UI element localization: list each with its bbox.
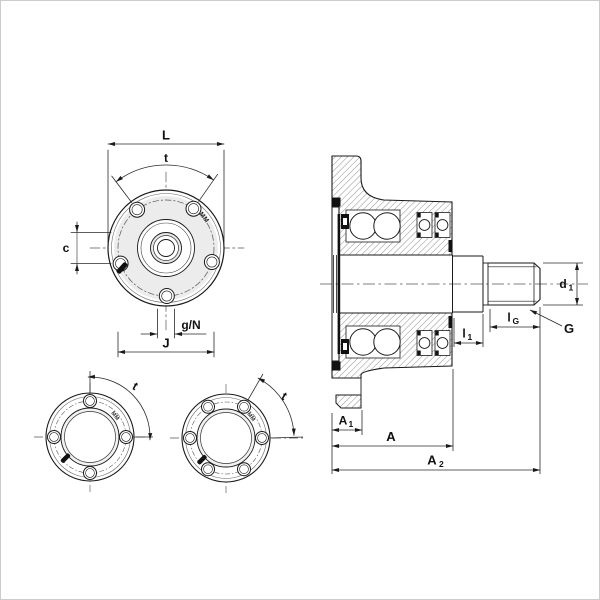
dimension-arc	[87, 374, 153, 441]
corner-seal	[331, 197, 341, 207]
bearing-ball	[373, 328, 401, 356]
bearing-ball-small	[436, 219, 449, 231]
label-t: t	[131, 379, 140, 394]
bearing-ball-small	[436, 337, 449, 349]
dimension-arc	[115, 164, 214, 183]
seal-lip	[435, 232, 439, 237]
label-L: L	[162, 128, 170, 143]
front-view: MM L t c g	[63, 128, 245, 358]
hub-boss-inner-line	[140, 222, 192, 274]
seal-lip	[435, 213, 439, 218]
stamp-blob	[116, 262, 128, 274]
seal-block-core	[343, 343, 347, 350]
label-A: A	[386, 429, 396, 444]
axle-spigot	[452, 255, 489, 313]
label-d1-base: d	[559, 277, 566, 291]
label-A2-base: A	[427, 453, 437, 468]
dim-A	[331, 369, 454, 451]
variant-view-4-hole: MM t	[34, 371, 153, 492]
label-G: G	[564, 321, 574, 336]
leader-G	[529, 309, 563, 327]
flange-shaded-ring	[114, 196, 218, 300]
bearing-ball-small	[418, 219, 431, 231]
label-A2-sub: 2	[439, 459, 444, 469]
bolt-holes-6	[183, 399, 269, 477]
seal-lip	[435, 350, 439, 355]
dim-lG	[489, 307, 541, 474]
label-A1-base: A	[339, 414, 348, 428]
flange-drum-foot	[335, 394, 362, 409]
dim-t-4hole	[87, 371, 153, 441]
inner-ring-face	[337, 214, 341, 354]
bearing-ball	[349, 212, 377, 240]
seal-lip	[417, 213, 421, 218]
label-l1-sub: 1	[468, 332, 473, 342]
dim-L	[107, 142, 225, 243]
extension-line	[111, 175, 133, 203]
dim-c	[70, 221, 112, 275]
label-gN: g/N	[181, 318, 200, 332]
dim-t	[111, 164, 219, 203]
hub-boss-edge	[137, 219, 195, 277]
dim-gN	[140, 308, 207, 339]
bearing-ball	[373, 212, 401, 240]
label-l1-base: l	[462, 327, 465, 341]
label-d1-sub: 1	[569, 283, 574, 293]
dim-t-6hole	[247, 373, 304, 439]
bearing-row-top	[341, 209, 451, 243]
bearing-row-bottom	[341, 325, 451, 359]
bolt-holes-5	[112, 200, 220, 304]
stamp-blob	[60, 453, 71, 463]
center-bore	[64, 411, 116, 463]
bearing-ball	[349, 328, 377, 356]
dimension-arc	[257, 377, 296, 436]
stamp-blob	[197, 455, 207, 465]
variant-view-6-hole: MM t	[170, 373, 306, 493]
outboard-seal	[448, 316, 453, 328]
threaded-stub	[488, 262, 541, 306]
seal-lip	[417, 232, 421, 237]
corner-seal	[331, 361, 341, 371]
dim-A1	[331, 410, 363, 474]
label-t: t	[164, 151, 168, 165]
seal-block-core	[343, 218, 347, 225]
extension-line	[198, 173, 219, 202]
seal-lip	[435, 331, 439, 336]
dim-d1	[543, 262, 583, 306]
center-bore	[200, 412, 252, 464]
center-bore	[157, 239, 175, 257]
label-t: t	[280, 389, 289, 404]
bearing-ball-small	[418, 337, 431, 349]
label-A1-sub: 1	[349, 419, 354, 429]
seal-lip	[417, 350, 421, 355]
stamp-marking: MM	[245, 412, 256, 423]
section-view: d 1 l G l 1 G A 1	[320, 155, 588, 474]
dim-J	[117, 331, 215, 358]
label-lG-base: l	[507, 311, 510, 325]
label-c: c	[63, 241, 70, 255]
label-lG-sub: G	[513, 316, 520, 326]
center-bore-section	[333, 255, 453, 313]
extension-line	[269, 436, 304, 439]
outboard-seal	[448, 240, 453, 252]
seal-lip	[417, 331, 421, 336]
dim-l1	[453, 314, 484, 347]
label-J: J	[162, 336, 169, 351]
